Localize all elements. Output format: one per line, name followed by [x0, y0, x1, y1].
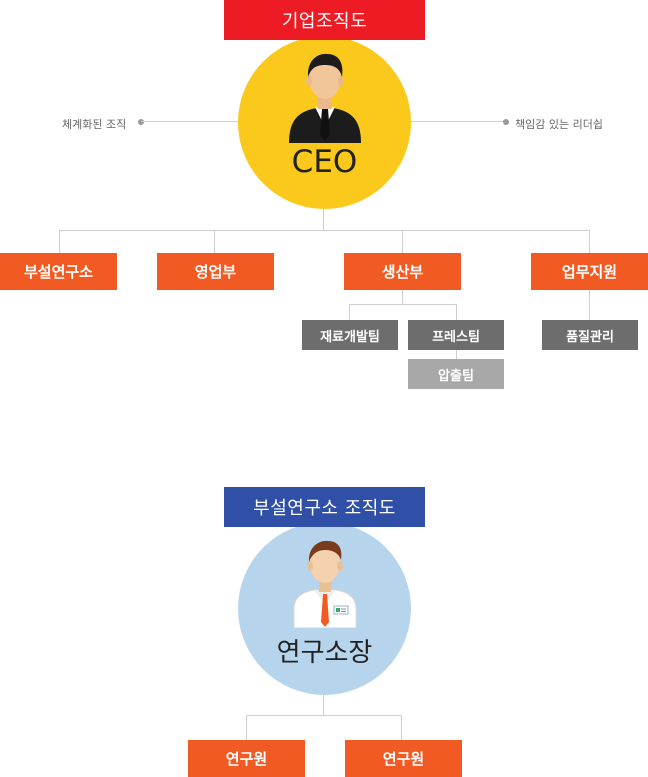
ceo-circle: CEO	[238, 36, 411, 209]
right-note-connector	[411, 121, 506, 122]
support-stem	[589, 290, 590, 320]
lab-head-circle: 연구소장	[238, 522, 411, 695]
researcher-icon	[293, 540, 357, 628]
team-press: 프레스팀	[408, 320, 504, 350]
production-drop-2	[456, 304, 457, 320]
production-drop-1	[349, 304, 350, 320]
production-bus	[349, 304, 457, 305]
dept-drop-2	[214, 230, 215, 253]
dept-sales: 영업부	[157, 253, 274, 290]
team-extrusion: 압출팀	[408, 359, 504, 389]
researcher-box-1: 연구원	[188, 740, 305, 777]
dept-production: 생산부	[344, 253, 461, 290]
lab-bus	[246, 715, 402, 716]
lab-stem	[323, 695, 324, 715]
ceo-label: CEO	[291, 144, 358, 180]
ceo-stem	[323, 209, 324, 230]
team-material-dev: 재료개발팀	[302, 320, 398, 350]
press-to-extrusion	[456, 350, 457, 359]
production-stem	[402, 290, 403, 305]
right-note: 책임감 있는 리더쉽	[515, 118, 603, 131]
right-note-dot	[503, 119, 509, 125]
corporate-title-banner: 기업조직도	[224, 0, 425, 40]
dept-business-support: 업무지원	[531, 253, 648, 290]
left-note: 체계화된 조직	[62, 118, 127, 131]
dept-drop-4	[589, 230, 590, 253]
lab-drop-1	[246, 715, 247, 740]
left-note-dot	[138, 119, 144, 125]
lab-head-label: 연구소장	[276, 638, 373, 668]
team-quality-control: 품질관리	[542, 320, 638, 350]
lab-title-banner: 부설연구소 조직도	[224, 487, 425, 527]
dept-drop-3	[402, 230, 403, 253]
lab-drop-2	[401, 715, 402, 740]
left-note-connector	[141, 121, 238, 122]
dept-drop-1	[59, 230, 60, 253]
dept-research-lab: 부설연구소	[0, 253, 117, 290]
businessman-icon	[289, 53, 361, 143]
dept-bus	[59, 230, 590, 231]
researcher-box-2: 연구원	[345, 740, 462, 777]
